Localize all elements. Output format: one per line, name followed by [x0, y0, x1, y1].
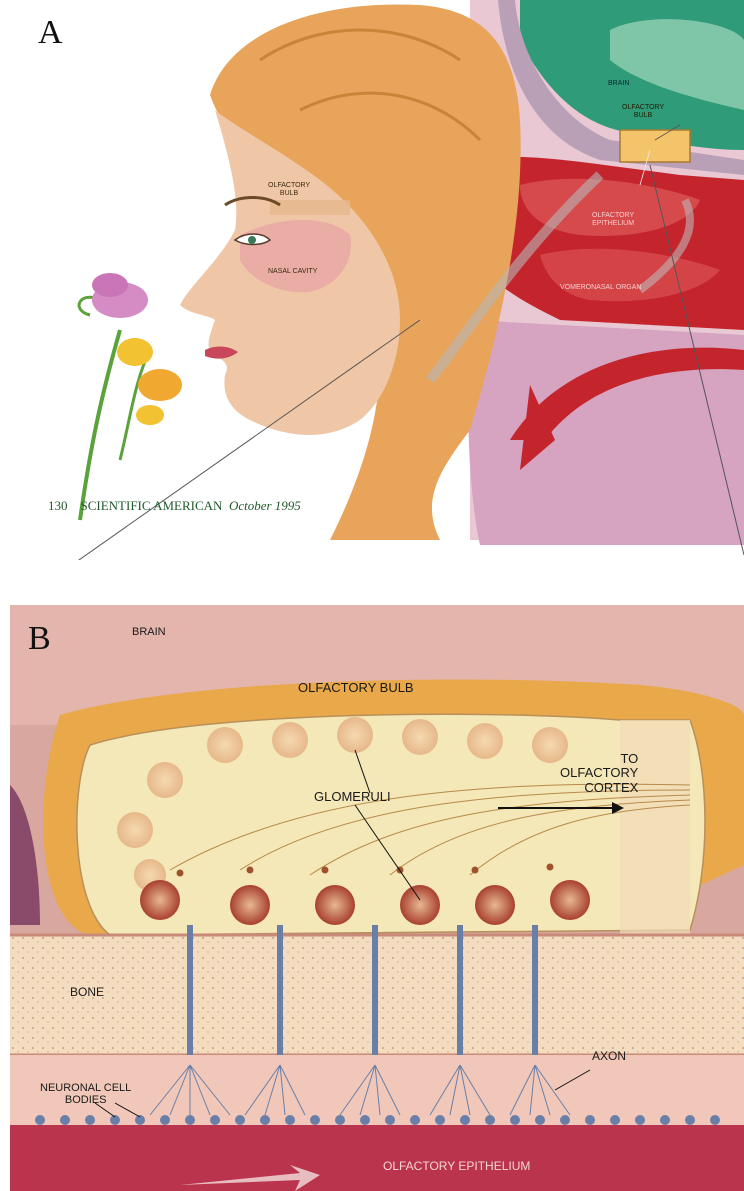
- flower-yellow: [136, 405, 164, 425]
- label-nasal-cavity: NASAL CAVITY: [268, 268, 317, 276]
- label-bone: BONE: [70, 986, 104, 999]
- flower-yellow: [138, 369, 182, 401]
- label-olfactory-bulb-face: OLFACTORY BULB: [268, 182, 310, 197]
- flower-yellow: [117, 338, 153, 366]
- publication-caption: 130 SCIENTIFIC AMERICAN October 1995: [48, 498, 301, 514]
- label-olfactory-epithelium-b: OLFACTORY EPITHELIUM: [383, 1160, 530, 1173]
- label-neuronal-cell-bodies: NEURONAL CELL BODIES: [40, 1082, 131, 1106]
- label-vomeronasal-organ: VOMERONASAL ORGAN: [560, 284, 641, 292]
- label-axon: AXON: [592, 1050, 626, 1063]
- label-brain-b: BRAIN: [132, 626, 166, 638]
- caption-page-number: 130: [48, 498, 68, 513]
- epithelium-lower: [10, 1125, 744, 1191]
- flower-pink: [92, 273, 128, 297]
- label-glomeruli: GLOMERULI: [314, 790, 391, 804]
- label-olfactory-bulb-b: OLFACTORY BULB: [298, 681, 414, 695]
- caption-date: October 1995: [229, 498, 301, 513]
- iris: [248, 236, 256, 244]
- label-brain-a: BRAIN: [608, 80, 629, 88]
- flower-stem: [120, 350, 150, 460]
- label-olfactory-bulb-inset: OLFACTORY BULB: [622, 104, 664, 119]
- olfactory-bulb-overlay: [270, 200, 350, 215]
- olfactory-bulb-highlight: [620, 130, 690, 162]
- flower-stem: [80, 330, 120, 520]
- label-to-olfactory-cortex: TO OLFACTORY CORTEX: [560, 752, 638, 795]
- panel-b-letter: B: [28, 620, 51, 658]
- label-olfactory-epithelium-a: OLFACTORY EPITHELIUM: [592, 212, 634, 227]
- caption-publication: SCIENTIFIC AMERICAN: [81, 498, 223, 513]
- panel-a-letter: A: [38, 14, 63, 52]
- panel-a-illustration: [0, 0, 744, 560]
